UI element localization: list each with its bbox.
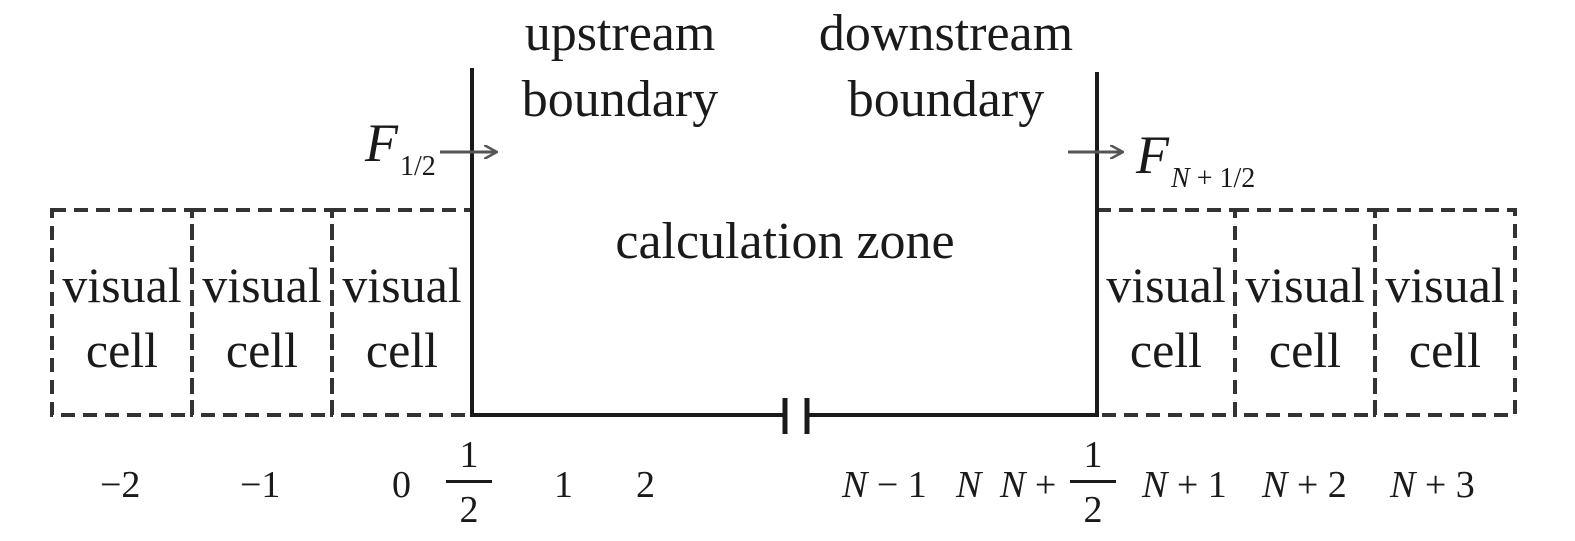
flux-out-symbol: F <box>1136 125 1169 185</box>
index-n-minus-1: N − 1 <box>842 466 927 504</box>
index-half: 1 2 <box>446 436 492 529</box>
cell-label-line1: visual <box>342 257 462 313</box>
downstream-label-line1: downstream <box>818 5 1074 62</box>
cell-label-line2: cell <box>225 322 299 378</box>
index-minus-1: −1 <box>240 464 281 506</box>
index-n-plus-half-numerator: 1 <box>1083 434 1103 476</box>
cell-label-line2: cell <box>1408 322 1482 378</box>
cell-label-line2: cell <box>1129 322 1203 378</box>
index-half-numerator: 1 <box>459 434 479 476</box>
cell-label-line2: cell <box>1268 322 1342 378</box>
flux-in-symbol: F <box>365 113 398 173</box>
ghost-cell-left-1-label: visual cell <box>52 260 192 375</box>
flux-in-label: F1/2 <box>365 113 436 181</box>
ghost-cell-left-2 <box>190 208 334 417</box>
index-n-minus-1-var: N <box>842 464 868 506</box>
index-n-plus-half-op: + <box>1025 464 1057 506</box>
upstream-boundary-label: upstream boundary <box>505 8 735 126</box>
index-n-plus-half-bar <box>1070 480 1116 483</box>
downstream-boundary-label: downstream boundary <box>800 8 1092 126</box>
ghost-cell-right-2 <box>1233 208 1377 417</box>
index-n-plus-3-rest: + 3 <box>1415 464 1475 506</box>
index-n-plus-1-rest: + 1 <box>1167 464 1227 506</box>
index-n-plus-2: N + 2 <box>1262 466 1347 504</box>
cell-label-line2: cell <box>85 322 159 378</box>
cell-label-line1: visual <box>1385 257 1505 313</box>
index-n-plus-2-rest: + 2 <box>1287 464 1347 506</box>
flux-out-subscript-var: N <box>1171 163 1190 194</box>
cell-label-line2: cell <box>365 322 439 378</box>
index-half-denominator: 2 <box>459 489 479 531</box>
index-half-bar <box>446 480 492 483</box>
index-n-plus-1-var: N <box>1142 464 1168 506</box>
cell-label-line1: visual <box>1245 257 1365 313</box>
index-n-plus-3-var: N <box>1390 464 1416 506</box>
upstream-label-line2: boundary <box>521 71 719 128</box>
cell-label-line1: visual <box>1106 257 1226 313</box>
flux-out-subscript-rest: + 1/2 <box>1189 163 1256 194</box>
flux-in-subscript: 1/2 <box>400 151 436 182</box>
ghost-cell-right-1-label: visual cell <box>1097 260 1235 375</box>
downstream-label-line2: boundary <box>847 71 1045 128</box>
calculation-zone-label: calculation zone <box>615 213 955 270</box>
index-one: 1 <box>554 464 573 506</box>
ghost-cell-right-3-label: visual cell <box>1375 260 1515 375</box>
index-zero: 0 <box>392 464 411 506</box>
ghost-cell-right-2-label: visual cell <box>1235 260 1375 375</box>
upstream-label-line1: upstream <box>524 5 716 62</box>
index-n: N <box>956 464 982 506</box>
cell-label-line1: visual <box>202 257 322 313</box>
ghost-cell-left-2-label: visual cell <box>192 260 332 375</box>
index-minus-2: −2 <box>100 464 141 506</box>
ghost-cell-left-3-label: visual cell <box>332 260 472 375</box>
ghost-cell-right-3 <box>1373 208 1517 417</box>
index-n-plus-half-denominator: 2 <box>1083 489 1103 531</box>
index-n-plus-half-var: N <box>1000 464 1026 506</box>
index-n-minus-1-rest: − 1 <box>867 464 927 506</box>
flux-out-subscript: N + 1/2 <box>1171 163 1255 194</box>
index-n-plus-half: N + <box>1000 466 1056 504</box>
index-n-plus-3: N + 3 <box>1390 466 1475 504</box>
cell-label-line1: visual <box>62 257 182 313</box>
index-two: 2 <box>636 464 655 506</box>
index-n-plus-1: N + 1 <box>1142 466 1227 504</box>
index-n-plus-2-var: N <box>1262 464 1288 506</box>
ghost-cell-left-1 <box>50 208 194 417</box>
flux-out-label: FN + 1/2 <box>1136 125 1255 193</box>
index-n-plus-half-fraction: 1 2 <box>1070 436 1116 529</box>
